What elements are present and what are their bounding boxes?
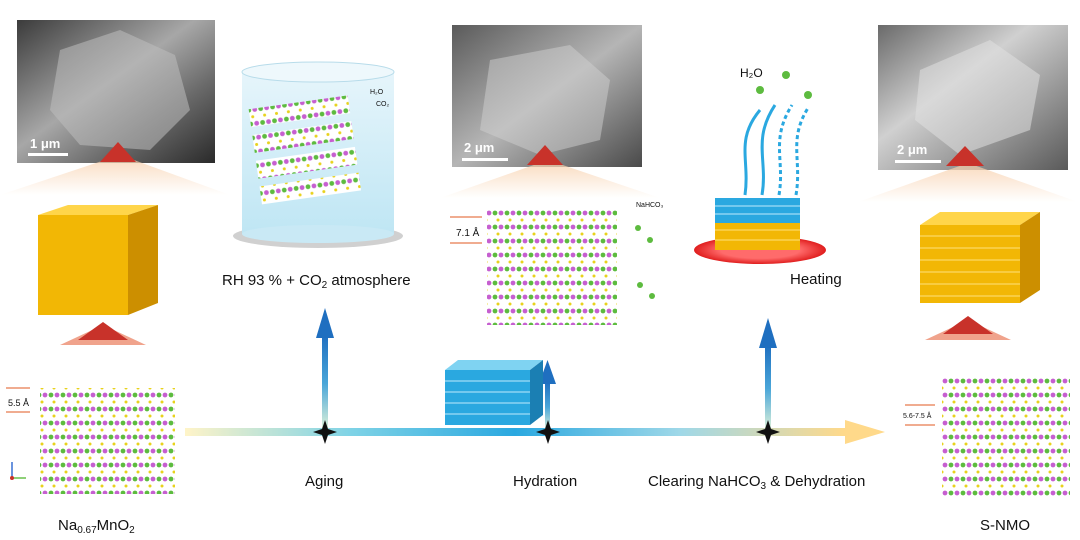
pristine-label: Na0.67MnO2 xyxy=(58,517,135,536)
interlayer-spacing: 5.5 Å xyxy=(8,398,29,408)
sem-image-pristine: 1 μm xyxy=(17,20,215,163)
scale-bar-label: 2 μm xyxy=(464,140,494,155)
interlayer-spacing: 7.1 Å xyxy=(456,226,480,239)
heating-arrow xyxy=(759,318,777,432)
structure-hydrated: NaHCO₃ 7.1 Å xyxy=(450,202,664,325)
structure-product: 5.6-7.5 Å xyxy=(903,378,1070,496)
structure-pristine: 5.5 Å xyxy=(6,387,175,494)
interlayer-spacing: 5.6-7.5 Å xyxy=(903,411,932,420)
gold-layered-block-product xyxy=(920,212,1040,303)
up-arrow xyxy=(943,316,993,334)
magnify-arrow xyxy=(946,146,984,166)
water-molecule-label: H₂O xyxy=(740,66,763,80)
humidity-chamber: H₂O CO₂ xyxy=(233,61,403,248)
heating-label: Heating xyxy=(790,271,842,288)
co2-molecule-label: CO₂ xyxy=(376,101,390,108)
magnify-arrow xyxy=(527,145,563,165)
hydrated-block xyxy=(445,360,543,425)
scale-bar-label: 1 μm xyxy=(30,136,60,151)
clearing-label: Clearing NaHCO3 & Dehydration xyxy=(648,473,865,492)
aging-label: Aging xyxy=(305,473,343,490)
up-arrow xyxy=(78,322,128,340)
product-label: S-NMO xyxy=(980,517,1030,534)
magnify-cone xyxy=(0,155,230,195)
sem-image-product: 2 μm xyxy=(878,25,1068,170)
scale-bar-label: 2 μm xyxy=(897,142,927,157)
hydration-label: Hydration xyxy=(513,473,577,490)
nahco3-label: NaHCO₃ xyxy=(636,202,664,209)
node-star xyxy=(313,420,780,444)
heating-stage: H₂O xyxy=(694,66,826,264)
magnify-cone xyxy=(440,160,660,198)
magnify-arrow xyxy=(100,142,136,162)
aging-arrow xyxy=(316,308,334,432)
hydration-arrow xyxy=(539,360,556,432)
timeline-arrow xyxy=(185,420,885,444)
water-molecule-label: H₂O xyxy=(370,89,384,96)
gold-cube-pristine xyxy=(38,205,158,315)
atmosphere-label: RH 93 % + CO2 atmosphere xyxy=(222,272,411,291)
magnify-cone xyxy=(858,163,1078,202)
sem-image-hydrated: 2 μm xyxy=(452,25,642,167)
